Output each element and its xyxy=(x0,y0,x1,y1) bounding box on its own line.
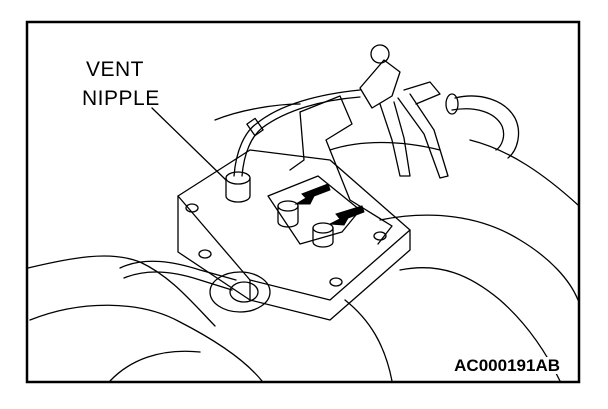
post-right xyxy=(312,227,334,248)
pipe-fitting-inner xyxy=(229,281,259,303)
callout-vent: VENT xyxy=(86,58,145,81)
post-left-top xyxy=(277,200,299,212)
bracket-arm xyxy=(299,95,393,245)
engine-contour-bottom xyxy=(109,350,201,382)
tool-jaw xyxy=(403,81,441,105)
bolt xyxy=(329,277,343,287)
vent-nipple xyxy=(225,177,251,203)
housing-side xyxy=(177,195,251,301)
pipe-fitting xyxy=(209,271,271,313)
bracket-plate xyxy=(267,175,361,245)
housing-front xyxy=(249,229,411,321)
engine-contour-right-4 xyxy=(469,139,579,206)
hose-end xyxy=(445,93,459,115)
tool-body xyxy=(359,59,401,109)
lower-pipe xyxy=(119,260,237,281)
hose-inner xyxy=(451,108,505,151)
bracket-arm-edge xyxy=(289,111,305,171)
bolt xyxy=(373,231,387,241)
tool-handle-1 xyxy=(379,101,411,177)
engine-contour-right-1 xyxy=(379,214,579,301)
vent-nipple-top xyxy=(225,171,251,185)
callout-nipple: NIPPLE xyxy=(82,87,160,110)
leader-line xyxy=(151,107,227,181)
bolt xyxy=(198,249,212,259)
tube-clamp xyxy=(246,117,264,137)
vent-tube xyxy=(233,89,361,177)
post-right-top xyxy=(312,222,334,234)
lower-pipe-inner xyxy=(123,271,233,291)
tool-handle-2 xyxy=(397,93,449,179)
arrow xyxy=(294,183,331,205)
engine-contour-right-2 xyxy=(399,267,561,382)
engine-contour-lower xyxy=(29,304,263,382)
tool-knob xyxy=(370,44,390,64)
engine-contour-right-3 xyxy=(344,299,393,382)
hose xyxy=(454,95,520,159)
figure-code: AC000191AB xyxy=(452,356,562,375)
vent-tube-inner xyxy=(241,96,361,177)
engine-contour-right-5 xyxy=(329,141,441,151)
post-left xyxy=(277,205,299,228)
bolt xyxy=(185,203,199,213)
arrow xyxy=(328,205,365,226)
